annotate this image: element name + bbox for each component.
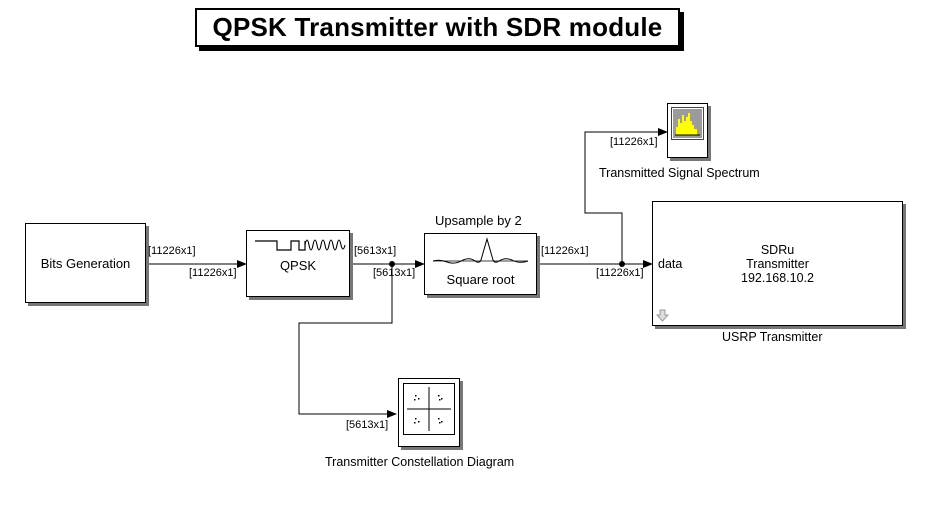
constellation-block[interactable] — [398, 378, 460, 447]
spectrum-scope-block[interactable] — [667, 103, 708, 158]
spectrum-chart-icon — [675, 113, 700, 136]
upsample-block[interactable]: Square root — [424, 233, 537, 295]
wire-to-constellation — [298, 264, 397, 418]
usrp-port-data: data — [658, 257, 683, 271]
signal-label-qpsk-in: [11226x1] — [189, 267, 237, 279]
upsample-subtitle: Square root — [446, 272, 515, 287]
upsample-title: Upsample by 2 — [435, 213, 522, 228]
signal-label-upsample-out: [11226x1] — [541, 245, 589, 257]
sinc-pulse-icon — [432, 237, 529, 264]
usrp-transmitter-block[interactable]: data SDRu Transmitter 192.168.10.2 — [652, 201, 903, 326]
constellation-screen — [403, 383, 455, 435]
usrp-name-line2: Transmitter — [746, 257, 809, 271]
signal-label-spectrum-in: [11226x1] — [610, 136, 658, 148]
qpsk-waveform-icon — [255, 239, 346, 251]
signal-label-usrp-in: [11226x1] — [596, 267, 644, 279]
spectrum-screen — [671, 107, 704, 140]
signal-label-upsample-in: [5613x1] — [373, 267, 416, 279]
wire-to-spectrum — [584, 128, 668, 264]
qpsk-label: QPSK — [279, 258, 317, 273]
spectrum-caption: Transmitted Signal Spectrum — [599, 166, 760, 180]
signal-label-qpsk-out: [5613x1] — [354, 245, 397, 257]
bits-generation-block[interactable]: Bits Generation — [25, 223, 146, 303]
bits-generation-label: Bits Generation — [40, 255, 131, 271]
constellation-icon — [407, 387, 451, 431]
qpsk-block[interactable]: QPSK — [246, 230, 350, 297]
constellation-caption: Transmitter Constellation Diagram — [325, 455, 515, 469]
diagram-title: QPSK Transmitter with SDR module — [195, 8, 680, 47]
signal-label-bits-out: [11226x1] — [148, 245, 196, 257]
usrp-name-line1: SDRu — [760, 243, 795, 257]
diagram-title-text: QPSK Transmitter with SDR module — [212, 12, 663, 42]
down-arrow-icon — [656, 309, 670, 322]
signal-label-constellation-in: [5613x1] — [346, 419, 389, 431]
usrp-caption: USRP Transmitter — [722, 330, 823, 344]
usrp-ip-address: 192.168.10.2 — [741, 271, 814, 285]
